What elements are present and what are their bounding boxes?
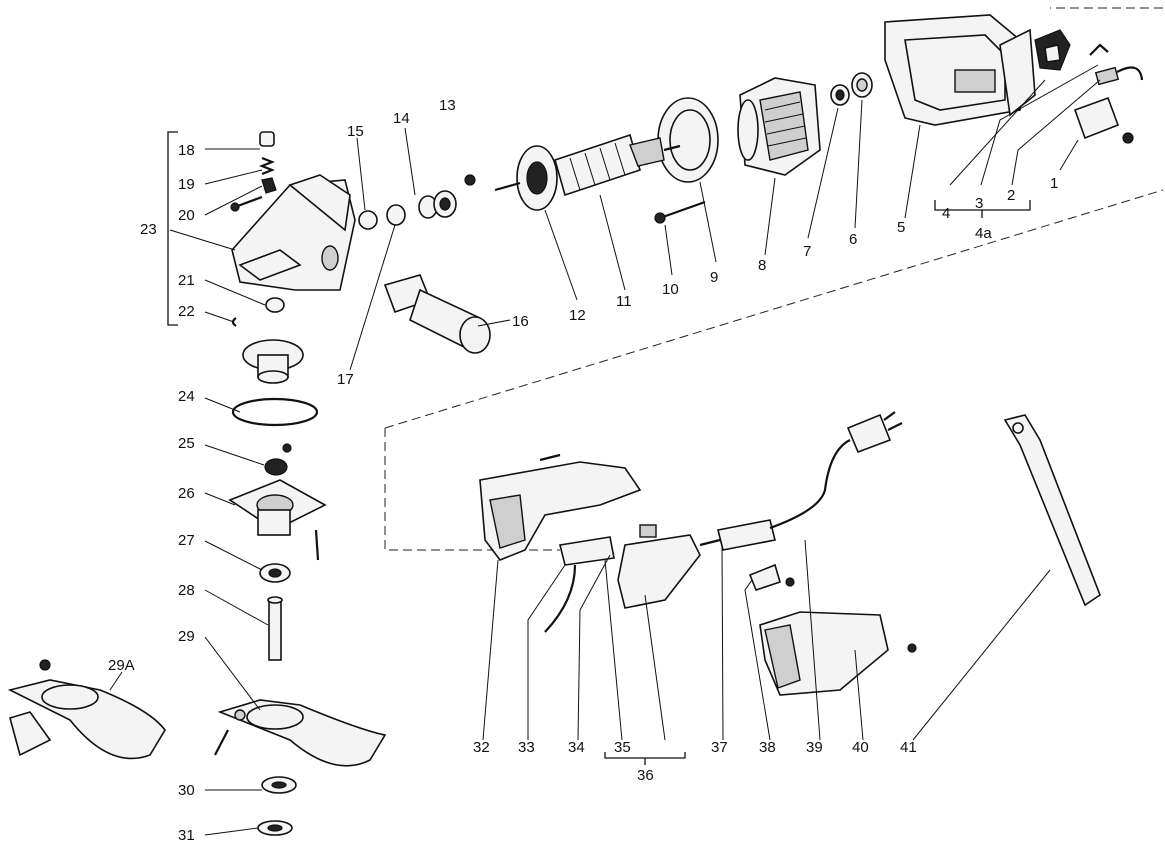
label-37: 37 [711, 739, 728, 756]
label-30: 30 [178, 782, 195, 799]
part-brush-cover [1073, 96, 1134, 144]
label-14: 14 [393, 110, 410, 127]
part-carbon-brush [1094, 66, 1144, 86]
label-8: 8 [758, 257, 766, 274]
part-wheel-guard-alt [7, 659, 166, 760]
part-spring-19 [259, 156, 275, 176]
part-stator [737, 77, 821, 176]
label-13: 13 [439, 97, 456, 114]
label-18: 18 [178, 142, 195, 159]
label-9: 9 [710, 269, 718, 286]
part-lock-button [259, 131, 275, 147]
assembly-boundary-upper [384, 7, 1164, 429]
part-spindle [267, 596, 283, 661]
label-40: 40 [852, 739, 869, 756]
part-wheel-guard [214, 699, 387, 767]
part-o-ring [231, 397, 319, 427]
part-bevel-gear [242, 339, 304, 384]
label-23: 23 [140, 221, 157, 238]
label-21: 21 [178, 272, 195, 289]
part-strain-relief [748, 563, 795, 591]
brace-group-4a [934, 200, 1031, 218]
label-39: 39 [806, 739, 823, 756]
label-6: 6 [849, 231, 857, 248]
label-33: 33 [518, 739, 535, 756]
part-pinion [386, 204, 406, 226]
part-armature [554, 133, 681, 197]
label-7: 7 [803, 243, 811, 260]
label-36: 36 [637, 767, 654, 784]
label-11: 11 [616, 293, 632, 310]
part-power-cord [717, 411, 903, 551]
part-brush-holder [1034, 29, 1071, 71]
label-26: 26 [178, 485, 195, 502]
label-41: 41 [900, 739, 917, 756]
part-number-labels: 1 2 3 4 4a 5 6 7 8 9 10 11 12 13 14 15 1… [108, 97, 1058, 844]
label-10: 10 [662, 281, 679, 298]
label-25: 25 [178, 435, 195, 452]
label-28: 28 [178, 582, 195, 599]
label-22: 22 [178, 303, 195, 320]
label-29a: 29A [108, 657, 135, 674]
label-12: 12 [569, 307, 586, 324]
label-15: 15 [347, 123, 364, 140]
label-5: 5 [897, 219, 905, 236]
part-bearing-6 [851, 72, 873, 98]
part-fan [494, 145, 558, 211]
label-16: 16 [512, 313, 529, 330]
part-nut-15 [358, 210, 378, 230]
label-38: 38 [759, 739, 776, 756]
label-29: 29 [178, 628, 195, 645]
label-3: 3 [975, 195, 983, 212]
part-screw-10 [654, 200, 706, 224]
label-32: 32 [473, 739, 490, 756]
part-bearing-flange [228, 479, 327, 561]
label-19: 19 [178, 176, 195, 193]
label-17: 17 [337, 371, 354, 388]
part-spanner [1003, 414, 1101, 607]
label-24: 24 [178, 388, 195, 405]
part-spring [1089, 43, 1109, 56]
label-4: 4 [942, 205, 950, 222]
label-35: 35 [614, 739, 631, 756]
part-small-screw [464, 174, 476, 186]
label-27: 27 [178, 532, 195, 549]
brace-group-23 [167, 131, 178, 326]
part-baffle-ring [657, 97, 719, 183]
part-inner-flange [261, 776, 297, 794]
part-motor-housing [884, 14, 1036, 126]
part-handle-cover [759, 611, 917, 696]
part-rear-handle [479, 453, 642, 561]
label-34: 34 [568, 739, 585, 756]
label-31: 31 [178, 827, 195, 844]
label-2: 2 [1007, 187, 1015, 204]
part-side-handle [383, 274, 491, 354]
part-sleeve-7 [830, 84, 850, 106]
part-gear-head [231, 174, 356, 291]
part-bearing-27 [259, 563, 291, 583]
part-bearing-25 [264, 443, 292, 476]
part-clamp-nut [257, 820, 293, 836]
brace-group-36 [604, 752, 686, 765]
part-bearing-14 [418, 190, 457, 219]
part-bearing-21 [265, 297, 285, 313]
part-nut-20 [230, 177, 277, 212]
label-4a: 4a [975, 225, 992, 242]
leader-lines [109, 64, 1101, 836]
part-capacitor [544, 536, 615, 633]
part-switch [617, 524, 721, 609]
label-1: 1 [1050, 175, 1058, 192]
label-20: 20 [178, 207, 195, 224]
